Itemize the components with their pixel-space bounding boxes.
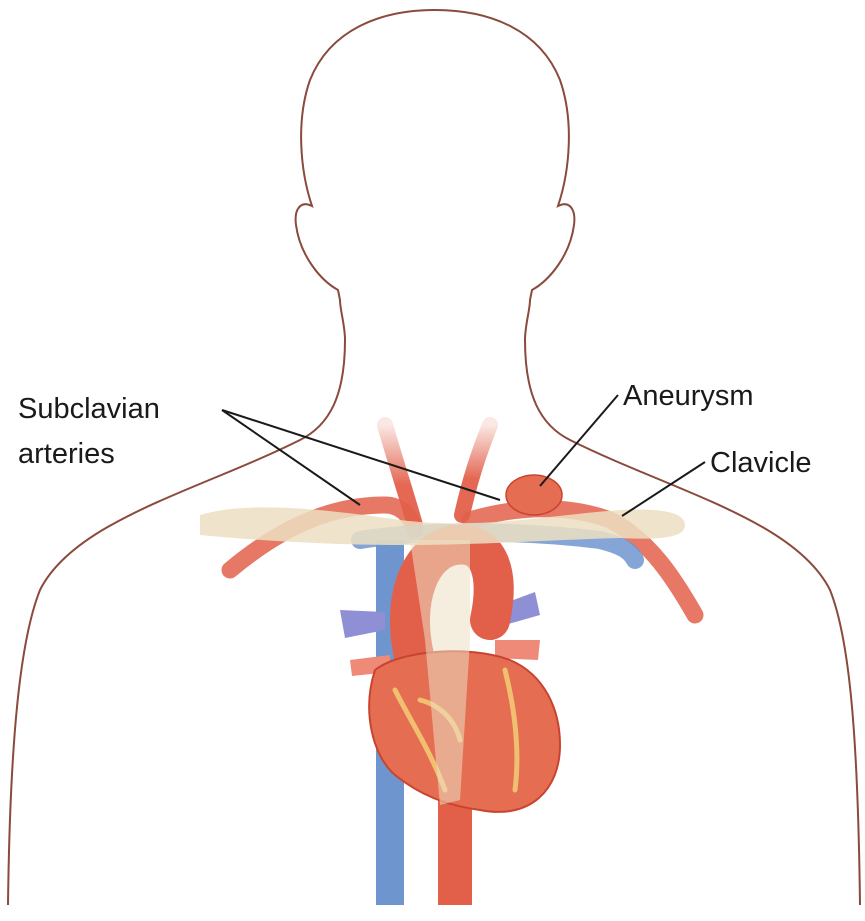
leader-subclavian-1: [222, 410, 360, 505]
label-subclavian-line2: arteries: [18, 438, 115, 470]
aneurysm-bulge: [506, 475, 562, 515]
leader-subclavian-2: [222, 410, 500, 500]
label-clavicle: Clavicle: [710, 447, 812, 479]
label-subclavian-line1: Subclavian: [18, 393, 160, 425]
leader-aneurysm: [540, 395, 618, 486]
label-aneurysm: Aneurysm: [623, 380, 754, 412]
right-carotid-artery: [462, 425, 490, 515]
